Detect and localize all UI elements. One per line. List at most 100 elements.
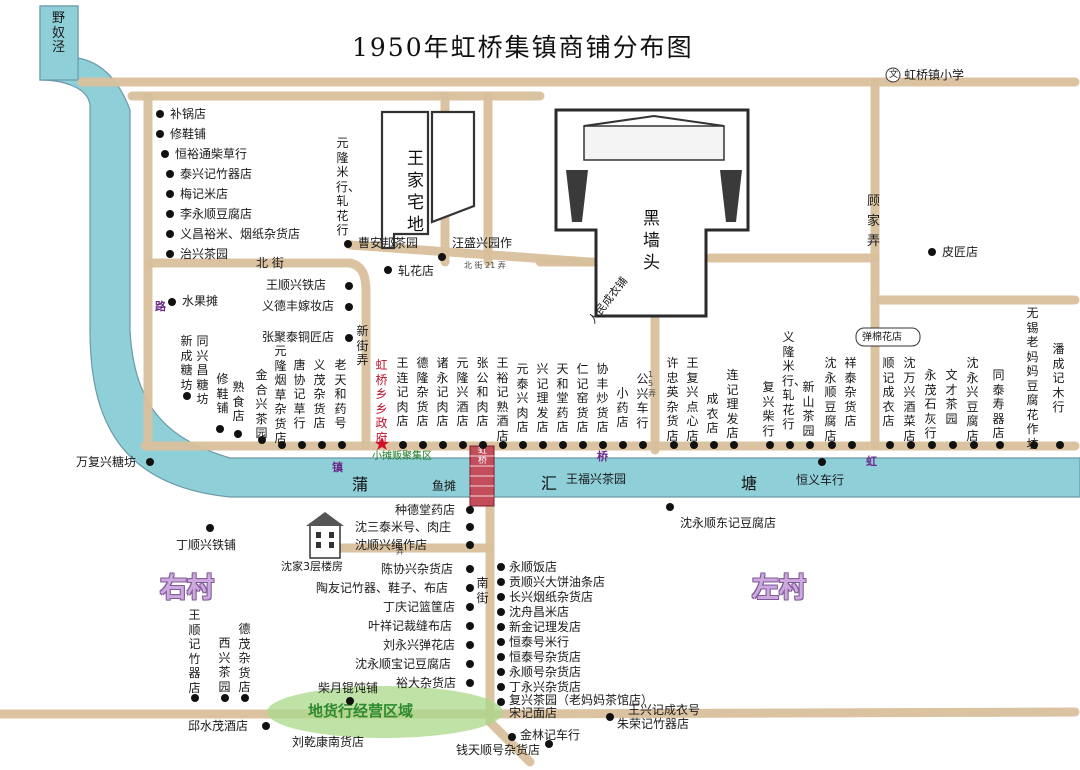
shop-label: 泰兴记竹器店 [180,167,253,181]
shop-dot [419,441,427,449]
shop-dot [156,130,164,138]
shop-dot [241,694,249,702]
shop-dot [1030,441,1038,449]
market-label: 小摊贩聚集区 [372,451,432,462]
shop-label: 元泰兴肉店 [516,362,529,434]
shop-label: 柴月锟饨铺 [318,681,379,695]
shop-label: 王复兴点心店 [686,356,699,443]
shop-label: 丁永兴杂货店 [509,680,582,694]
shop-label: 沈永顺豆腐店 [824,356,837,443]
shop-dot [466,603,474,611]
shop-dot [599,441,607,449]
shop-dot [345,303,353,311]
shop-label: 宋记面店 [509,706,558,720]
fish-label: 鱼摊 [432,479,457,493]
shop-dot [619,441,627,449]
shop-dot [466,584,474,592]
shop-dot [1056,441,1064,449]
shop-label: 沈万兴酒菜店 [903,356,916,443]
tanmian-label: 弹棉花店 [862,332,902,343]
shop-label: 汪盛兴园作 [452,236,513,250]
shop-dot [559,441,567,449]
shop-dot [258,436,266,444]
shop-label: 义德丰嫁妆店 [262,299,335,313]
shop-dot [508,733,516,741]
shop-label: 陈协兴杂货店 [381,562,454,576]
shop-dot [338,441,346,449]
shop-dot [497,608,505,616]
shop-label: 永茂石灰行 [924,368,937,440]
shop-dot [848,441,856,449]
shop-label: 沈永顺东记豆腐店 [680,516,777,530]
shop-label: 唐协记草行 [293,358,306,430]
shop-label: 丁顺兴铁铺 [176,538,237,552]
shop-label: 元隆米行、轧花行 [336,136,361,237]
shop-label: 复兴柴行 [762,380,775,438]
shop-label: 梅记米店 [180,187,229,201]
shop-label: 沈永兴豆腐店 [966,356,979,443]
shop-label: 沈顺兴绳作店 [355,538,428,552]
shop-dot [479,441,487,449]
shop-label: 成衣店 [706,392,719,435]
shop-label: 钱天顺号杂货店 [456,743,541,757]
shop-label: 老天和药号 [334,358,347,430]
mark-zhen: 镇 [332,461,343,474]
shop-label: 长兴烟纸杂货店 [509,590,594,604]
shop-dot [730,441,738,449]
shop-label: 复兴茶园（老妈妈茶馆店） [509,693,654,707]
shop-dot [949,441,957,449]
shop-dot [497,653,505,661]
alley-south-label: 弄 [396,547,404,556]
street-new-label: 新街弄 [356,324,369,367]
shop-dot [298,441,306,449]
shop-dot [439,441,447,449]
shop-label: 新山茶园 [802,380,815,438]
shop-label: 诸永记肉店 [436,356,449,428]
government-star [375,437,389,450]
shop-label: 元隆烟草杂货店 [274,344,287,445]
shop-dot [690,441,698,449]
south-bottom-branch [485,717,535,767]
shop-label: 连记理发店 [726,368,739,440]
shop-dot [166,230,174,238]
shop-label: 沈永顺宝记豆腐店 [355,657,452,671]
shop-label: 修鞋铺 [216,372,229,415]
shop-dot [183,392,191,400]
shop-label: 顺记成衣店 [882,356,895,428]
shop-label: 仁记窑货店 [576,362,589,434]
shop-dot [818,458,826,466]
shop-dot [438,253,446,261]
street-east-label: 顾家弄 [867,194,881,249]
shop-dot [539,441,547,449]
shop-dot [206,524,214,532]
shen-house-icon [309,523,341,559]
shop-label: 叶祥记裁缝布店 [368,619,453,633]
shop-label: 邱水茂酒店 [188,719,249,733]
canal-char-3: 塘 [741,474,758,493]
shop-dot [928,441,936,449]
shop-label: 恒义车行 [796,473,845,487]
shop-label: 恒裕通柴草行 [175,147,248,161]
shop-label: 种德堂药店 [395,503,456,517]
shop-dot [466,565,474,573]
shop-dot [466,641,474,649]
shop-dot [907,441,915,449]
shop-label: 皮匠店 [942,245,979,259]
shop-dot [278,441,286,449]
shop-label: 德隆杂货店 [416,356,429,428]
shop-dot [519,441,527,449]
shop-label: 修鞋铺 [170,127,207,141]
heiqiangtou-label: 黑墙头 [643,209,660,273]
shop-dot [318,441,326,449]
shop-dot [497,638,505,646]
shop-dot [166,190,174,198]
map-title: 1950年虹桥集镇商铺分布图 [352,33,694,62]
canal-char-2: 汇 [541,474,558,493]
shop-label: 义茂杂货店 [313,358,326,430]
shop-dot [497,578,505,586]
shop-label: 王顺记竹器店 [188,608,201,695]
wang-family-label: 王家宅地 [407,149,424,235]
shen-house-label: 沈家3层楼房 [281,560,343,573]
